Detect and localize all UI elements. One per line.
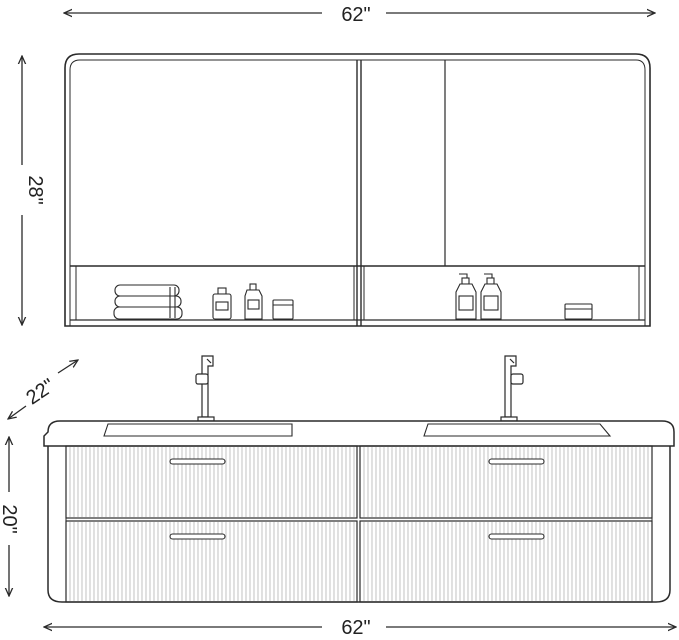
vanity-depth-dimension bbox=[8, 360, 78, 419]
cabinet-width-label: 62" bbox=[341, 4, 370, 26]
toiletry-bottles-left-icon bbox=[212, 283, 294, 320]
faucet-right-icon bbox=[500, 355, 524, 422]
faucet-left-icon bbox=[195, 355, 215, 422]
vanity-width-label: 62" bbox=[341, 617, 370, 639]
drawer-handle-icon bbox=[488, 458, 545, 465]
drawer-handle-icon bbox=[169, 458, 226, 465]
drawer-handle-icon bbox=[488, 533, 545, 540]
folded-towels-icon bbox=[113, 284, 183, 320]
drawer-handle-icon bbox=[169, 533, 226, 540]
cabinet-height-label: 28" bbox=[24, 175, 46, 204]
vanity-cabinet bbox=[47, 445, 671, 603]
sink-right-icon bbox=[423, 423, 612, 437]
vanity-height-label: 20" bbox=[0, 504, 20, 533]
pump-bottles-icon bbox=[455, 273, 593, 320]
sink-left-icon bbox=[103, 423, 293, 437]
drawer-handles bbox=[169, 458, 545, 540]
medicine-cabinet bbox=[64, 53, 651, 327]
vanity-depth-label: 22" bbox=[22, 375, 59, 410]
vanity-countertop bbox=[43, 420, 675, 447]
